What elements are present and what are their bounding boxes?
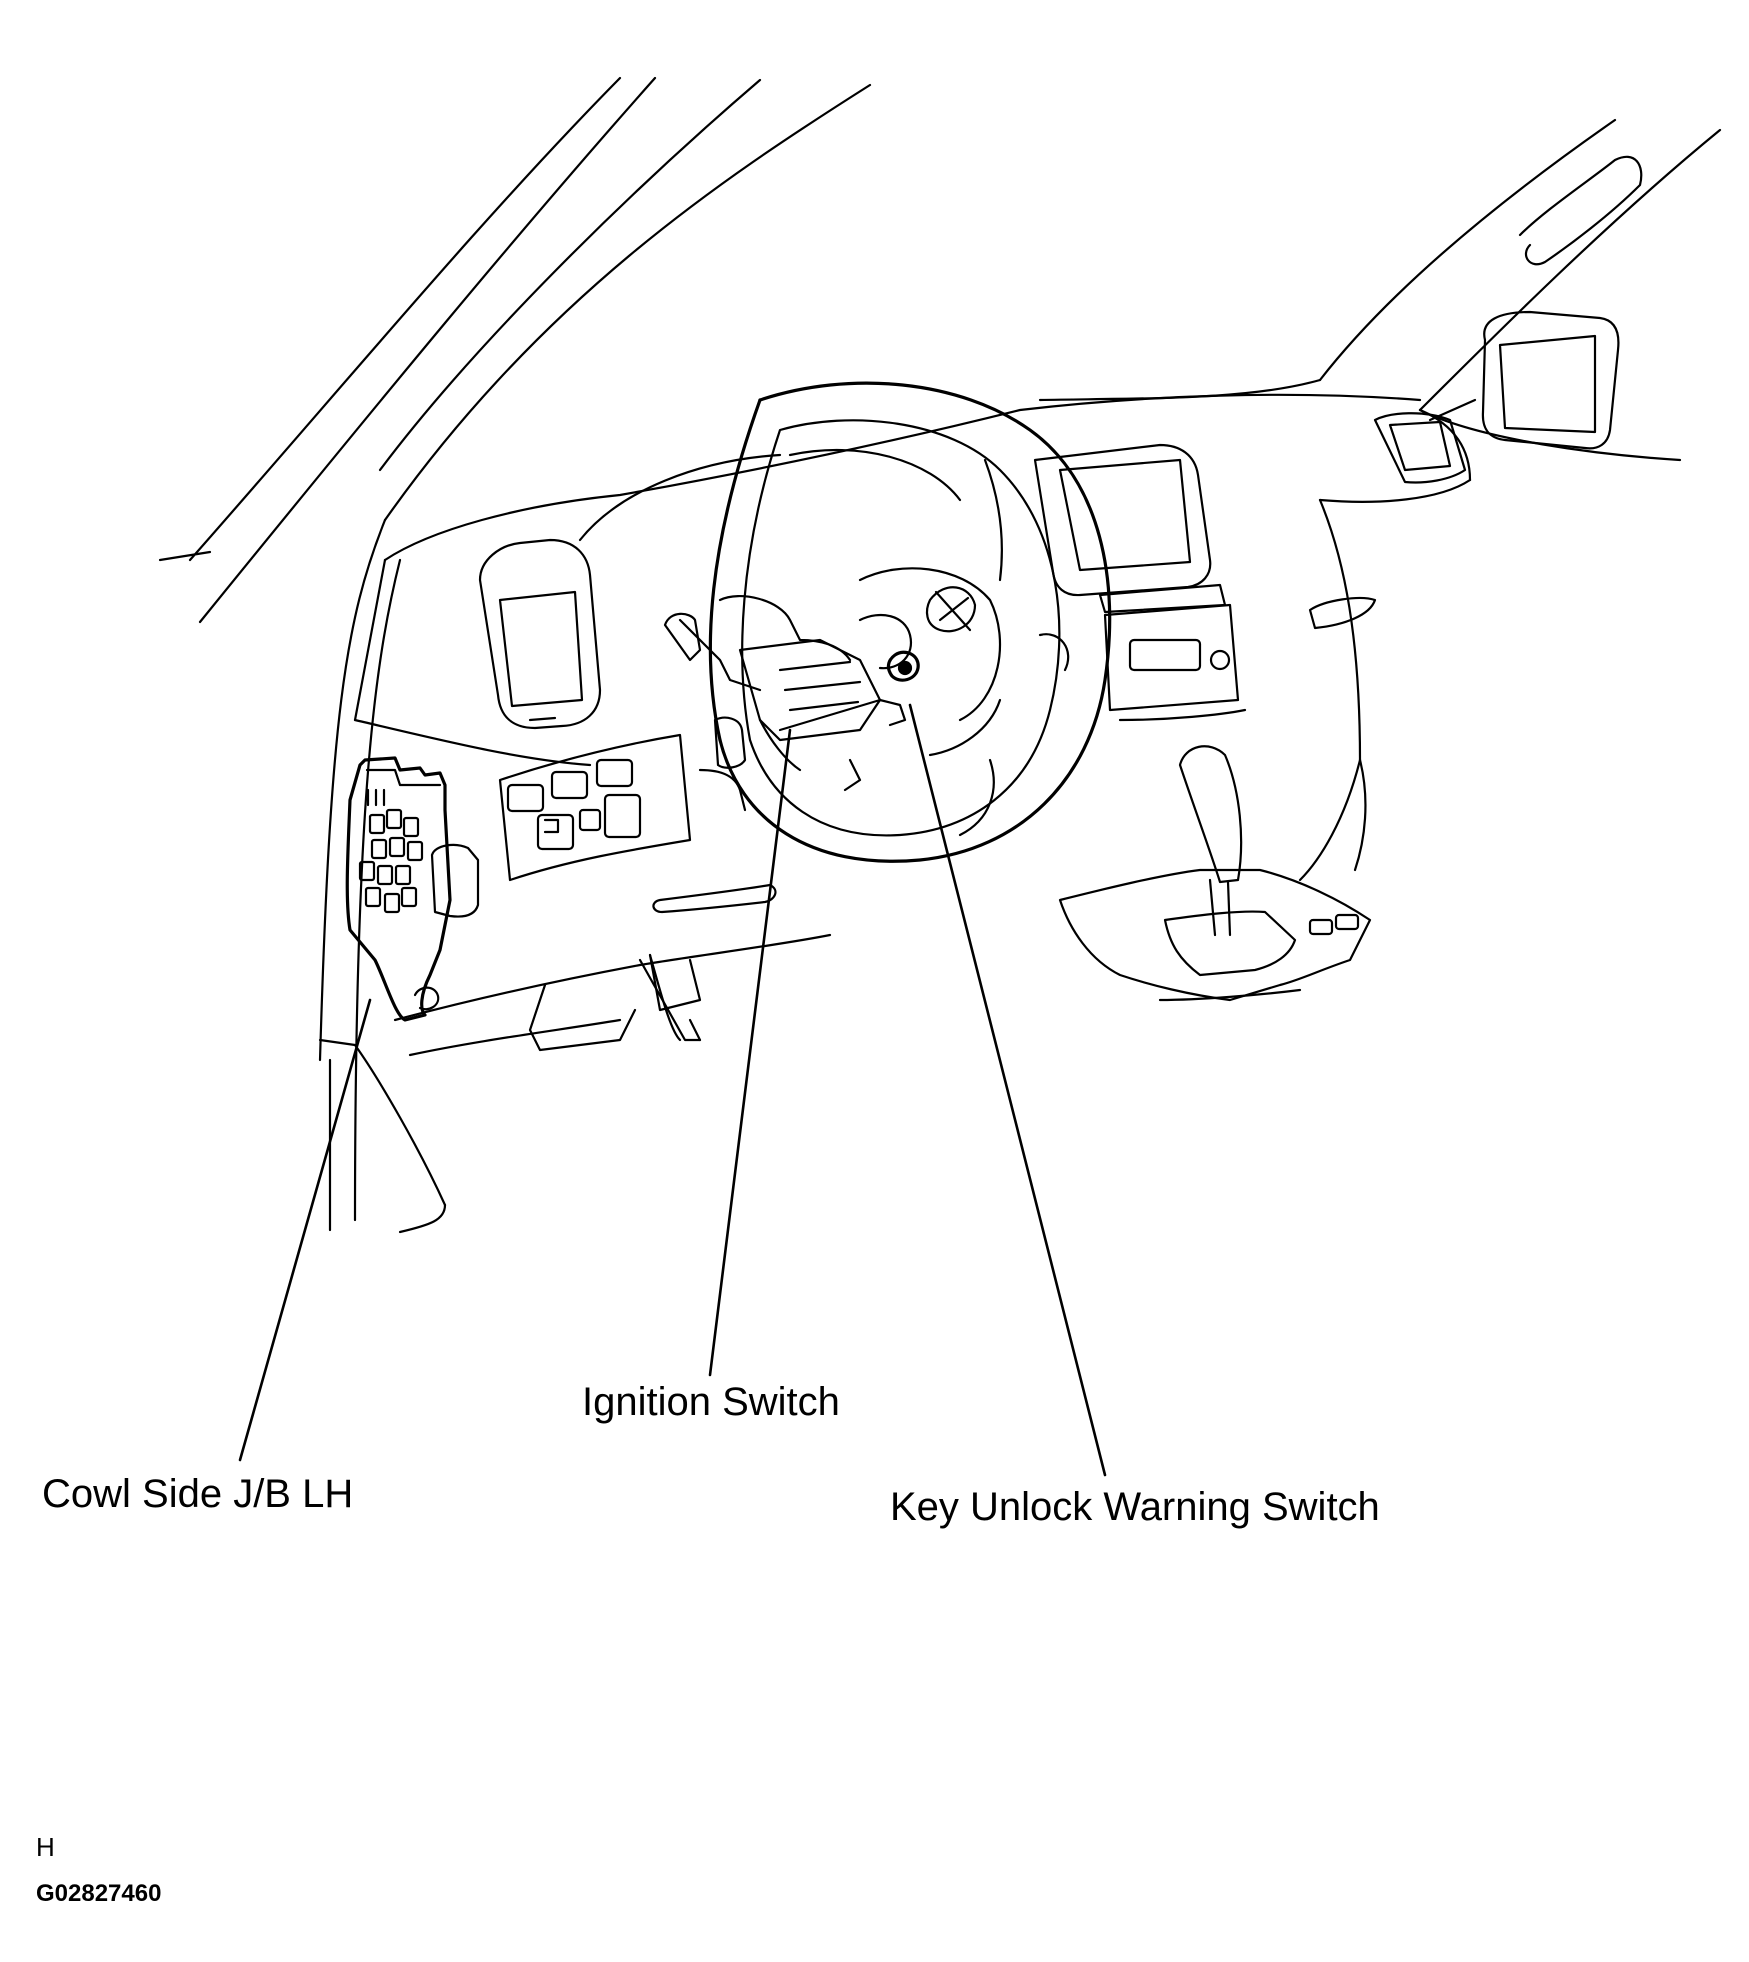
right-air-vent [1373,412,1467,484]
label-cowl-side-jb: Cowl Side J/B LH [42,1472,354,1516]
left-air-vent [478,538,602,730]
leader-cowl-side-jb [238,998,372,1462]
center-display [1033,443,1247,722]
right-pillar [1038,118,1722,462]
figure-code: G02827460 [36,1880,162,1907]
door-opening [318,1038,447,1234]
instrument-hood [578,448,1003,582]
label-key-unlock-warning-switch: Key Unlock Warning Switch [890,1485,1380,1529]
rear-view-mirror [1428,310,1620,450]
left-switch-panel [498,733,692,882]
footer-letter: H [36,1832,55,1862]
leader-key-unlock-warning-switch [908,703,1107,1477]
grab-handle [1518,155,1643,266]
lower-dash [393,883,832,1057]
label-ignition-switch: Ignition Switch [582,1380,840,1424]
center-console [1058,758,1372,1002]
steering-column [663,595,920,812]
leader-ignition-switch [708,728,792,1377]
dashboard-top [353,393,1472,882]
shift-lever [1178,745,1243,937]
cowl-side-junction-block [345,756,480,1022]
glovebox-handle [1308,596,1377,630]
a-pillar [158,76,872,1222]
pedals [648,953,702,1042]
